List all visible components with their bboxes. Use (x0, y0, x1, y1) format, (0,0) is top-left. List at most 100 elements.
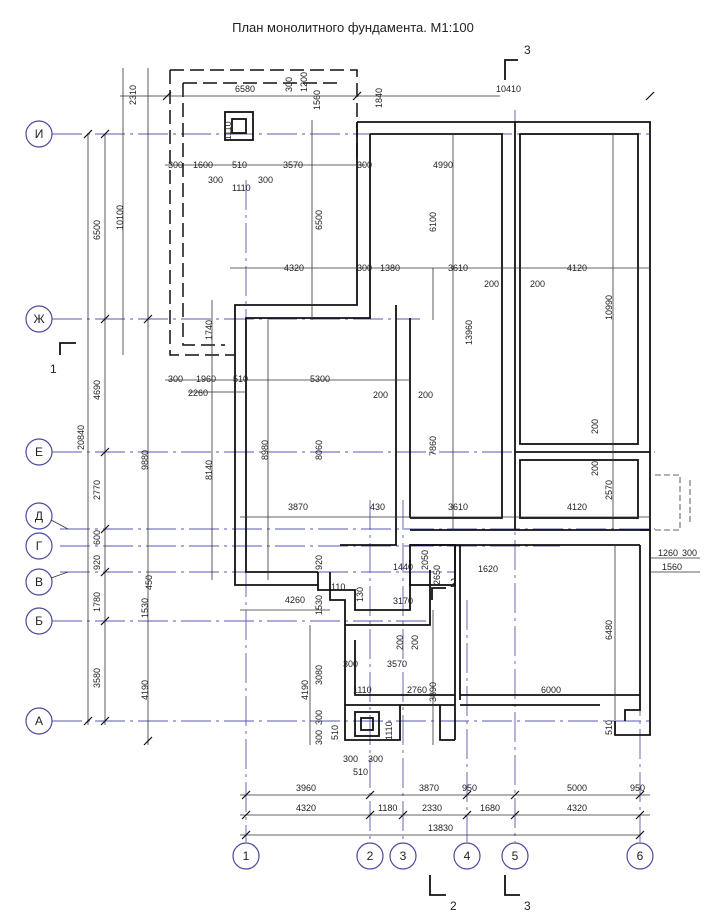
dimension-texts: 6580 10410 300 1600 510 3570 300 4990 30… (168, 84, 697, 833)
dim-text: 20840 (76, 425, 86, 450)
foundation-walls (224, 111, 691, 741)
dim-text: 300 (168, 374, 183, 384)
axis-label-col: 6 (637, 849, 644, 863)
dim-text: 950 (462, 783, 477, 793)
dim-text: 4690 (92, 380, 102, 400)
vertical-dimension-texts: 2310 1110 300 1200 1560 1840 6500 10100 … (76, 72, 614, 745)
section-label: 1 (50, 362, 57, 376)
section-label: 2 (450, 576, 457, 590)
dim-text: 1110 (353, 685, 372, 695)
dim-text: 300 (258, 175, 273, 185)
vertical-axes (245, 110, 641, 842)
dim-text: 300 (682, 548, 697, 558)
axis-label-row: И (35, 127, 44, 141)
dim-text: 2330 (422, 803, 442, 813)
dim-text: 1200 (299, 72, 309, 92)
dim-text: 6580 (235, 84, 255, 94)
dim-text: 7860 (428, 436, 438, 456)
dim-text: 3580 (92, 668, 102, 688)
axis-label-row: А (35, 714, 43, 728)
axis-label-row: Г (36, 539, 43, 553)
dim-text: 4320 (567, 803, 587, 813)
dim-text: 1600 (193, 160, 213, 170)
axis-label-row: Ж (33, 312, 44, 326)
dim-text: 8140 (204, 460, 214, 480)
dim-text: 10990 (604, 295, 614, 320)
dim-text: 450 (144, 575, 154, 590)
dim-text: 300 (368, 754, 383, 764)
dim-text: 3080 (314, 665, 324, 685)
dim-text: 4260 (285, 595, 305, 605)
section-label: 3 (524, 43, 531, 57)
dim-text: 510 (604, 720, 614, 735)
dim-text: 300 (357, 160, 372, 170)
dim-text: 200 (373, 390, 388, 400)
dim-text: 200 (530, 279, 545, 289)
dim-text: 1680 (480, 803, 500, 813)
dim-text: 2770 (92, 480, 102, 500)
dim-text: 920 (314, 555, 324, 570)
dim-text: 600 (92, 530, 102, 545)
dim-text: 5300 (310, 374, 330, 384)
dim-text: 6100 (428, 212, 438, 232)
row-axis-bubbles: И Ж Е Д Г В Б А (25, 120, 69, 735)
dim-text: 200 (590, 461, 600, 476)
dim-text: 3570 (283, 160, 303, 170)
dim-text: 200 (484, 279, 499, 289)
dim-text: 1110 (223, 121, 233, 140)
axis-label-row: Д (35, 509, 43, 523)
drawing-title: План монолитного фундамента. М1:100 (232, 20, 474, 35)
dim-text: 430 (370, 502, 385, 512)
dim-text: 2570 (604, 480, 614, 500)
dim-text: 300 (343, 659, 358, 669)
dim-text: 1840 (374, 88, 384, 108)
dim-text: 4320 (296, 803, 316, 813)
dim-text: 2760 (407, 685, 427, 695)
dim-text: 1530 (140, 598, 150, 618)
dim-text: 8980 (260, 440, 270, 460)
dim-text: 200 (395, 635, 405, 650)
dim-text: 510 (233, 374, 248, 384)
axis-label-col: 4 (464, 849, 471, 863)
dim-text: 2650 (432, 565, 442, 585)
dim-text: 3570 (387, 659, 407, 669)
dim-text: 1260 (658, 548, 678, 558)
dim-text: 1740 (204, 320, 214, 340)
dim-text: 510 (330, 725, 340, 740)
dim-text: 4120 (567, 263, 587, 273)
axis-label-col: 1 (243, 849, 250, 863)
dim-text: 130 (355, 587, 365, 602)
dim-text: 6480 (604, 620, 614, 640)
dim-text: 1440 (393, 562, 413, 572)
dim-text: 4190 (140, 680, 150, 700)
dim-text: 200 (418, 390, 433, 400)
dim-text: 4320 (284, 263, 304, 273)
dim-text: 300 (314, 730, 324, 745)
dim-text: 2310 (128, 85, 138, 105)
section-label: 3 (524, 899, 531, 913)
dim-text: 9880 (140, 450, 150, 470)
dim-text: 1560 (662, 562, 682, 572)
dim-text: 950 (630, 783, 645, 793)
dim-text: 1180 (378, 803, 397, 813)
dim-text: 5000 (567, 783, 587, 793)
dim-text: 3170 (393, 596, 413, 606)
dim-text: 4190 (300, 680, 310, 700)
dim-text: 8060 (314, 440, 324, 460)
dim-text: 3610 (448, 502, 468, 512)
axis-label-col: 3 (400, 849, 407, 863)
dim-text: 1110 (232, 183, 251, 193)
dim-text: 3610 (448, 263, 468, 273)
dim-text: 13830 (428, 823, 453, 833)
column-axis-bubbles: 1 2 3 4 5 6 (232, 842, 654, 870)
dim-text: 2260 (188, 388, 208, 398)
dim-text: 110 (331, 582, 345, 592)
dim-text: 6000 (541, 685, 561, 695)
horizontal-axes (52, 133, 655, 722)
dim-text: 2050 (420, 550, 430, 570)
section-label: 2 (450, 899, 457, 913)
dim-text: 3890 (428, 682, 438, 702)
dim-text: 4120 (567, 502, 587, 512)
dim-text: 1110 (384, 721, 394, 740)
